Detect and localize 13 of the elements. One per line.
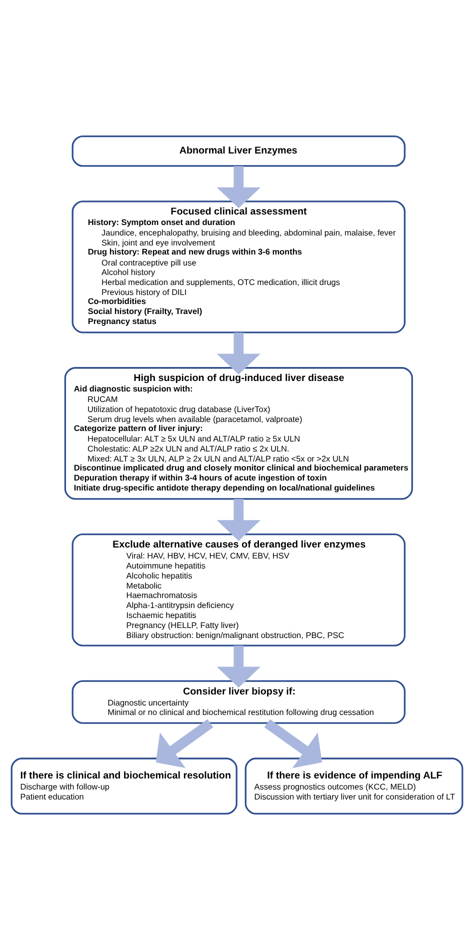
arrow: [216, 332, 261, 375]
node-box: Consider liver biopsy if: Diagnostic uncertainty Minimal or no clinical and biochemical restitution following drug cessation: [72, 680, 406, 724]
arrow: [216, 166, 261, 208]
arrow: [156, 719, 214, 768]
node-box: Abnormal Liver Enzymes: [72, 135, 406, 167]
node-box: If there is evidence of impending ALF Assess prognostics outcomes (KCC, MELD) Discussion with tertiary liver unit for consideration of LT: [244, 758, 464, 815]
arrow: [264, 719, 322, 768]
arrow: [216, 499, 261, 541]
node-box: High suspicion of drug-induced liver disease Aid diagnostic suspicion with: RUCAM Utilization of hepatotoxic drug database (LiverTox) Serum drug levels when available (paracetamol, valproate) Categorize pattern of liver injury: Hepatocellular: ALT ≥ 5x ULN and ALT/ALP ratio ≥ 5x ULN Cholestatic: ALP ≥2x ULN and ALT/ALP ratio ≤ 2x ULN. Mixed: ALT ≥ 3x ULN, ALP ≥ 2x ULN and ALT/ALP ratio <5x or >2x ULN Discontinue implicated drug and closely monitor clinical and biochemical parameters Depuration therapy if within 3-4 hours of acute ingestion of toxin Initiate drug-specific antidote therapy depending on local/national guidelines: [64, 367, 413, 500]
node-box: Exclude alternative causes of deranged liver enzymes Viral: HAV, HBV, HCV, HEV, CMV, EBV, HSV Autoimmune hepatitis Alcoholic hepatitis Metabolic Haemachromatosis Alpha-1-antitrypsin deficiency Ischaemic hepatitis Pregnancy (HELLP, Fatty liver) Biliary obstruction: benign/malignant obstruction, PBC, PSC: [72, 534, 406, 646]
arrow: [216, 646, 261, 688]
node-box: Focused clinical assessment History: Symptom onset and duration Jaundice, encephalopathy, bruising and bleeding, abdominal pain, malaise, fever Skin, joint and eye involvement Drug history: Repeat and new drugs within 3-6 months Oral contraceptive pill use Alcohol history Herbal medication and supplements, OTC medication, illicit drugs Previous history of DILI Co-morbidities Social history (Frailty, Travel) Pregnancy status: [72, 200, 406, 334]
node-box: If there is clinical and biochemical resolution Discharge with follow-up Patient education: [10, 758, 238, 815]
